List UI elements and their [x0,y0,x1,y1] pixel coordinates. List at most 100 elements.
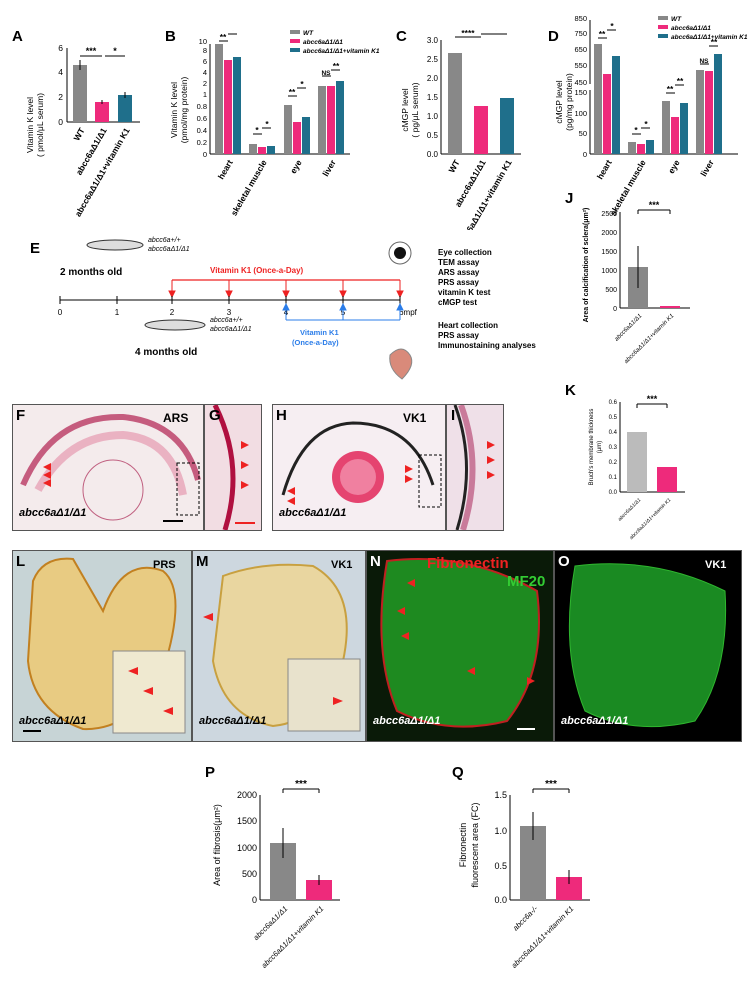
eye-section-vk1 [281,421,442,508]
panel-k-tick: 0.4 [609,430,618,436]
bar-d-liver-vk [714,54,722,154]
panel-d-tick: 450 [574,78,587,87]
panel-a-tick: 4 [58,67,63,77]
fish-top-label: abcc6aΔ1/Δ1 [148,246,190,253]
eye-list: TEM assay [438,258,480,267]
panel-q-tick: 0.0 [494,895,507,905]
panel-b-chart: Vitamin K level (pmol/mg protein) 0 0.2 … [169,30,380,218]
panel-a-ylabel-2: ( pmol/μL serum) [35,93,45,157]
cat-c: WT [446,157,462,174]
sig-b: ** [333,61,340,71]
axis-e: 1 [115,308,120,317]
panel-d-tick: 0 [583,150,587,159]
legend-d-text: WT [671,16,682,23]
age-top: 2 months old [60,267,122,278]
bar-d-skel-wt [628,142,636,154]
tag-h: VK1 [403,411,427,425]
label-f: F [16,407,26,424]
cat-d: eye [666,158,682,176]
sig-b: ** [220,32,227,42]
cat-q: abcc6aΔ1/Δ1+vitamin K1 [510,904,576,970]
legend-d-wt [658,16,668,20]
panel-b-tick: 0 [203,150,207,159]
bar-k-vk [657,467,677,492]
heart-section-vk1 [203,563,361,732]
geno-h: abcc6aΔ1/Δ1 [279,507,347,519]
panel-p-tick: 2000 [237,790,257,800]
cat-b: skeletal muscle [229,158,269,218]
sig-d: NS [699,58,709,65]
label-h: H [276,407,287,424]
bar-b-eye-mut [293,122,301,154]
panel-q-tick: 0.5 [494,861,507,871]
sig-b: NS [321,70,331,77]
bar-j-vk [660,306,680,308]
panel-q-tick: 1.0 [494,826,507,836]
panel-a-ylabel: Vitamin K level [25,97,35,153]
eye-list: Eye collection [438,248,492,257]
panel-k-ylabel: Bruch's membrane thickness [589,409,595,486]
bar-a-mut [95,102,109,122]
legend-b-wt [290,30,300,34]
legend-d-text: abcc6aΔ1/Δ1+vitamin K1 [671,34,748,41]
sig-j: *** [649,200,660,210]
cat-j: abcc6aΔ1/Δ1 [614,313,644,343]
image-panel-h: H VK1 abcc6aΔ1/Δ1 [272,404,446,531]
panel-d-label: D [548,28,559,45]
panel-k-tick: 0.5 [609,415,618,421]
panel-d-tick: 150 [574,88,587,97]
panel-c-tick: 1.0 [427,112,439,121]
legend-b-text: WT [303,30,314,37]
panel-c-tick: 1.5 [427,93,439,102]
panel-p-tick: 1000 [237,843,257,853]
panel-b-tick: 4 [203,68,207,77]
panel-b-label: B [165,28,176,45]
bar-d-eye-mut [671,117,679,154]
panel-b-tick: 0.4 [197,126,207,135]
panel-b-tick: 8 [203,46,207,55]
bar-b-heart-vk [233,57,241,154]
panel-e-label: E [30,240,41,257]
fish-top-label: abcc6a+/+ [148,237,181,244]
panel-c-tick: 2.0 [427,74,439,83]
panel-a-chart: Vitamin K level ( pmol/μL serum) 0 2 4 6… [25,43,140,218]
panel-k-chart: Bruch's membrane thickness (μm) 0.0 0.1 … [589,394,685,541]
eye-list: ARS assay [438,268,480,277]
panel-j-tick: 1500 [601,249,617,256]
legend-b-text: abcc6aΔ1/Δ1 [303,39,343,46]
panel-p-chart: Area of fibrosis(μm²) 0 500 1000 1500 20… [212,779,340,970]
cat-p: abcc6aΔ1/Δ1 [251,904,289,942]
heart-list: PRS assay [438,331,479,340]
panel-d-ylabel: cMGP level [554,80,564,123]
label-o: O [558,553,570,570]
panel-b-tick: 10 [199,37,207,46]
tag-m: VK1 [331,559,353,571]
image-panel-f: F ARS abcc6aΔ1/Δ1 [12,404,204,531]
panel-p-tick: 1500 [237,816,257,826]
bar-b-eye-vk [302,117,310,154]
geno-l: abcc6aΔ1/Δ1 [19,715,87,727]
bar-p-vk [306,880,332,900]
heart-list: Immunostaining analyses [438,341,536,350]
bar-b-eye-wt [284,105,292,154]
sig-d: * [644,119,648,129]
cat-k: abcc6aΔ1/Δ1 [617,497,642,522]
bar-d-eye-wt [662,101,670,154]
tag-n-2: MF20 [507,573,546,590]
image-panel-n: N Fibronectin MF20 abcc6aΔ1/Δ1 [366,550,554,742]
cat-p: abcc6aΔ1/Δ1+vitamin K1 [260,904,326,970]
axis-e: 2 [170,308,175,317]
geno-m: abcc6aΔ1/Δ1 [199,715,267,727]
cat-b: liver [320,157,338,178]
image-panel-o: O VK1 abcc6aΔ1/Δ1 [554,550,742,742]
bar-d-heart-wt [594,44,602,154]
bar-b-skel-vk [267,146,275,154]
axis-e: 6mpf [399,308,418,317]
panel-a-label: A [12,28,23,45]
panel-b-tick: 6 [203,57,207,66]
axis-e: 3 [227,308,232,317]
tag-f: ARS [163,411,189,425]
panel-j-tick: 2500 [601,211,617,218]
panel-j-ylabel: Area of calcification of sclera(μm²) [583,208,590,323]
bar-d-skel-vk [646,140,654,154]
